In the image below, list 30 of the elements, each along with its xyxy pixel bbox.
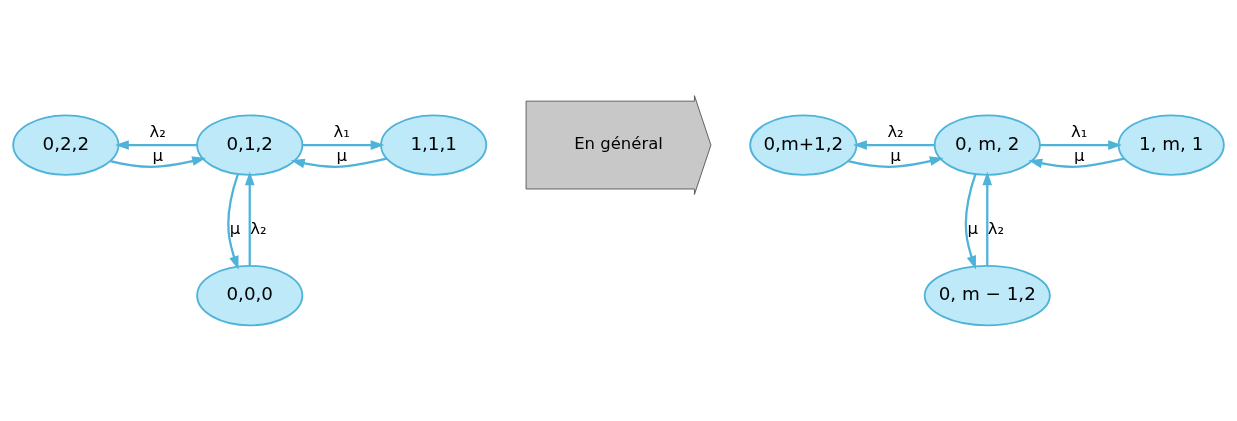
arrow (1040, 140, 1122, 150)
edge-label: μ (336, 146, 347, 165)
edge-label: λ₂ (149, 122, 166, 142)
arrow (227, 173, 239, 270)
arrow (1028, 157, 1125, 169)
edge-label: μ (152, 146, 164, 165)
arrow (244, 171, 255, 266)
arrow (290, 157, 387, 169)
arrow (853, 140, 935, 150)
edge-label: λ₁ (333, 122, 350, 142)
edge-label: μ (967, 219, 978, 239)
arrow (302, 140, 385, 150)
node-ellipse: 1,1,1 (380, 114, 488, 176)
edge-label: λ₁ (1071, 122, 1088, 142)
node-ellipse: 1, m, 1 (1117, 114, 1225, 176)
edge-label: μ (890, 146, 901, 165)
edge-label: λ₂ (250, 219, 267, 239)
edge-label: μ (229, 219, 241, 239)
edge-label: μ (1073, 146, 1085, 165)
edge-label: λ₂ (887, 122, 904, 142)
arrow (115, 140, 197, 150)
edge-label: λ₂ (987, 219, 1005, 239)
node-ellipse: 0,2,2 (12, 114, 120, 176)
node-ellipse: 0, m − 1,2 (923, 264, 1051, 327)
node-ellipse: 0,0,0 (196, 264, 304, 327)
arrow (964, 173, 977, 270)
arrow (110, 156, 206, 168)
arrow (982, 171, 993, 266)
arrow (848, 156, 944, 168)
node-ellipse: 0,m+1,2 (749, 114, 858, 176)
